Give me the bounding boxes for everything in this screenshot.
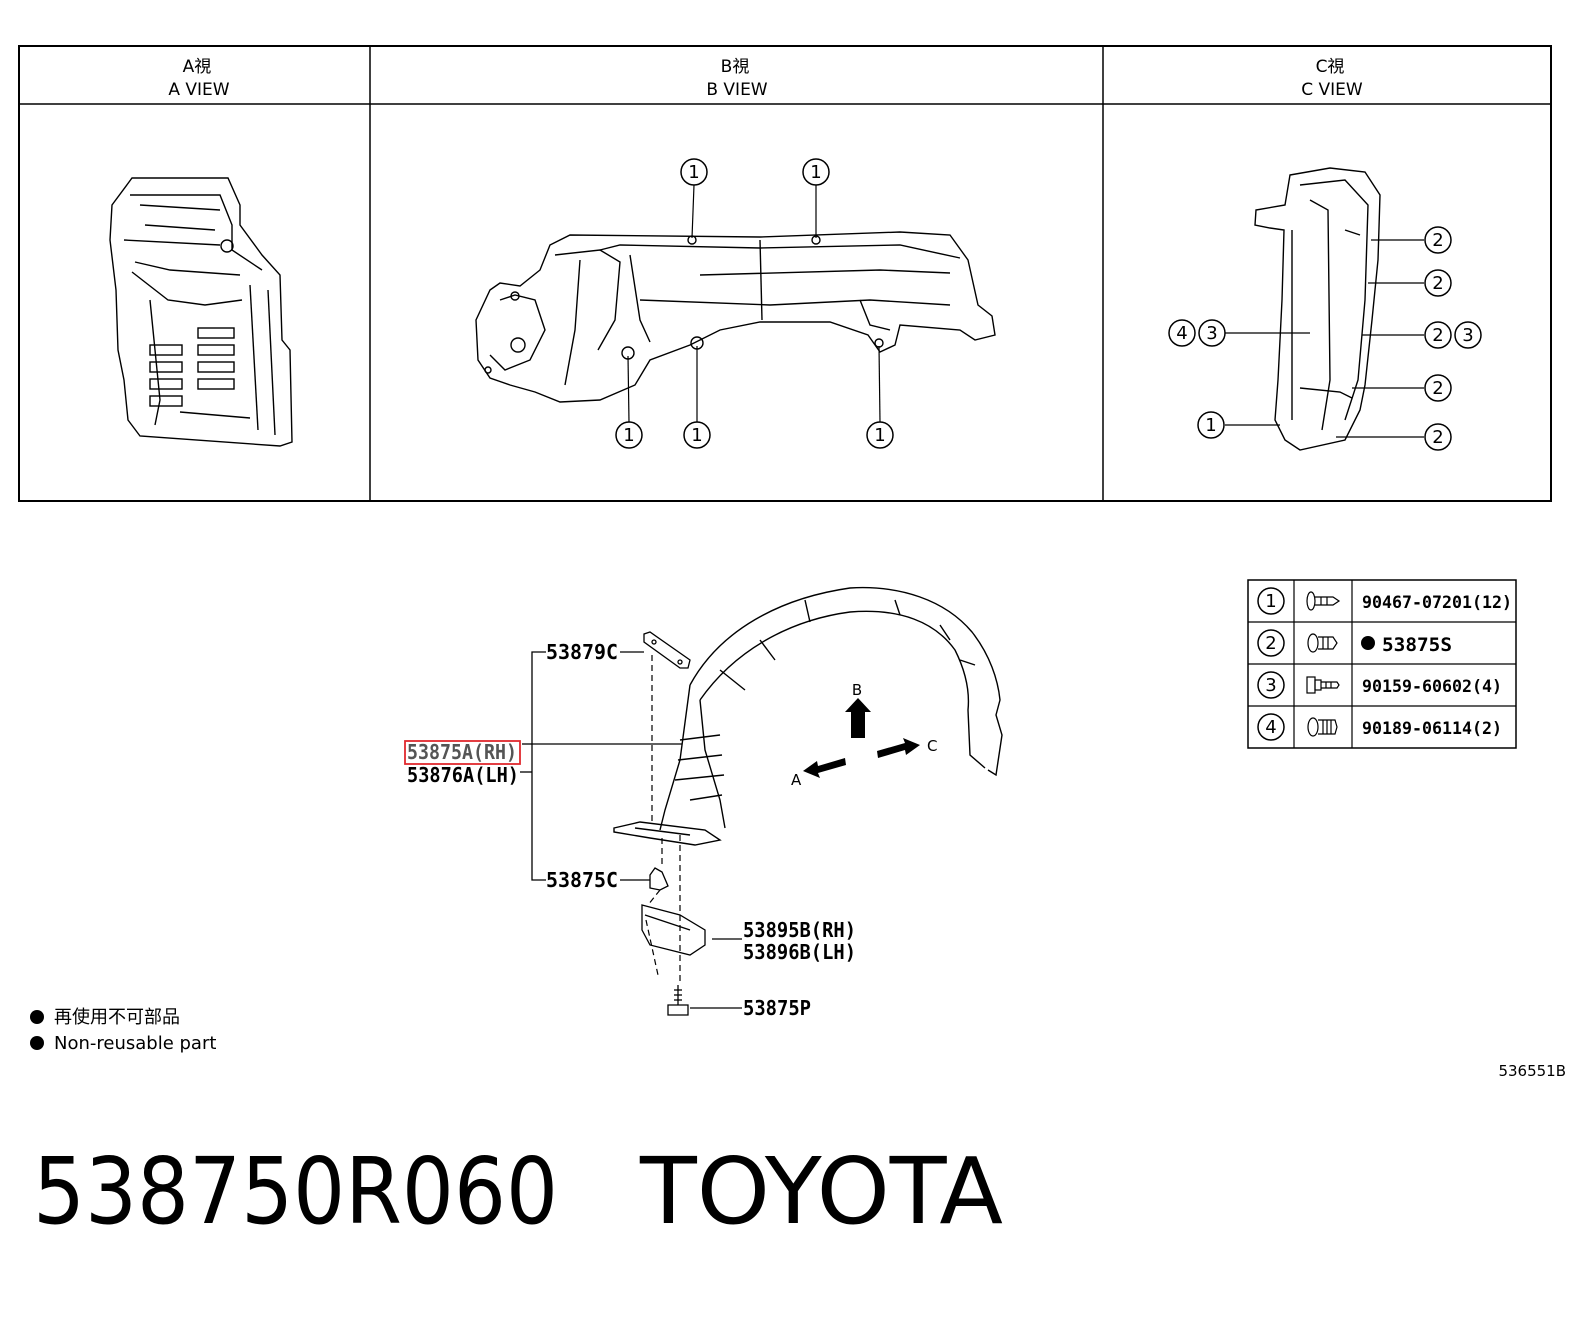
svg-text:1: 1 [874,425,885,446]
callout-1: 1 [1197,411,1225,439]
part-53895b-cover [641,904,706,956]
svg-text:2: 2 [1432,378,1443,399]
footer-brand: TOYOTA [639,1138,1003,1245]
a-view-en: A VIEW [168,80,229,100]
callout-2: 2 [1424,269,1452,297]
svg-text:3: 3 [1462,325,1473,346]
c-view-callouts [1225,239,1424,438]
bullet-icon [30,1010,44,1024]
notes: 再使用不可部品 Non-reusable part [30,1007,216,1054]
svg-text:2: 2 [1265,633,1276,654]
svg-text:1: 1 [1265,591,1276,612]
legend-part-4: 90189-06114(2) [1362,719,1502,739]
clip-icon [1306,591,1341,611]
legend-part-1: 90467-07201(12) [1362,593,1512,613]
b-view-drawing [475,231,996,403]
legend-num-2: 2 [1257,629,1285,657]
svg-text:2: 2 [1432,427,1443,448]
svg-text:2: 2 [1432,325,1443,346]
legend-num-4: 4 [1257,713,1285,741]
views-table: A視 A VIEW B視 B VIEW C視 C VIEW [18,45,1552,502]
legend-table: 1 2 3 4 [1247,579,1517,749]
svg-text:3: 3 [1265,675,1276,696]
leader-lines [520,651,742,1009]
c-view-jp: C視 [1316,57,1345,77]
svg-text:4: 4 [1176,323,1187,344]
arrow-label-c: C [927,737,937,755]
callout-2: 2 [1424,226,1452,254]
legend-part-3: 90159-60602(4) [1362,677,1502,697]
svg-text:1: 1 [691,425,702,446]
arrow-label-b: B [852,681,862,699]
note-en: Non-reusable part [54,1033,216,1054]
label-53876a-lh: 53876A(LH) [407,763,519,787]
callout-1: 1 [615,421,643,449]
grommet-icon [1307,717,1338,737]
legend-num-1: 1 [1257,587,1285,615]
arrow-label-a: A [791,771,802,789]
callout-2: 2 [1424,423,1452,451]
label-53875p: 53875P [743,996,811,1020]
bullet-icon [30,1036,44,1050]
svg-text:1: 1 [688,162,699,183]
assembly-dash-lines [645,655,681,985]
label-53875c: 53875C [546,868,618,892]
label-53896b-lh: 53896B(LH) [743,940,856,964]
b-view-jp: B視 [721,57,750,77]
callout-circles: 1 1 1 1 1 2 2 2 3 2 2 4 3 1 [615,158,1482,451]
label-53875a-rh: 53875A(RH) [407,740,517,764]
view-arrows [803,698,920,778]
callout-2: 2 [1424,321,1452,349]
part-53879c-bracket [643,631,691,669]
part-labels: 53879C 53875A(RH) 53876A(LH) 53875C 5389… [404,640,856,1020]
screw-icon [1306,676,1340,694]
a-view-jp: A視 [183,57,212,77]
footer-part-number: 538750R060 [33,1138,558,1245]
part-53875c-clip [649,867,669,891]
callout-1: 1 [802,158,830,186]
svg-text:4: 4 [1265,717,1276,738]
callout-3: 3 [1454,321,1482,349]
fender-liner-drawing [613,586,1003,846]
label-53879c: 53879C [546,640,618,664]
c-view-en: C VIEW [1301,80,1363,100]
svg-text:1: 1 [1205,415,1216,436]
callout-1: 1 [680,158,708,186]
push-clip-icon [1307,633,1338,653]
b-view-en: B VIEW [706,80,767,100]
part-53875p-bolt [667,985,689,1016]
callout-2: 2 [1424,374,1452,402]
svg-text:1: 1 [810,162,821,183]
callout-1: 1 [866,421,894,449]
legend-part-2: 53875S [1382,634,1452,656]
callout-1: 1 [683,421,711,449]
svg-text:2: 2 [1432,273,1443,294]
legend-num-3: 3 [1257,671,1285,699]
svg-text:1: 1 [623,425,634,446]
non-reusable-bullet [1361,636,1375,650]
callout-4: 4 [1168,319,1196,347]
svg-text:3: 3 [1206,323,1217,344]
callout-3: 3 [1198,319,1226,347]
note-jp: 再使用不可部品 [54,1007,180,1028]
label-53895b-rh: 53895B(RH) [743,918,856,942]
a-view-drawing [109,177,293,447]
figure-id: 536551B [1498,1062,1566,1080]
highlight-box [404,740,521,765]
svg-text:2: 2 [1432,230,1443,251]
c-view-drawing [1254,167,1381,451]
b-view-callouts [627,184,881,423]
